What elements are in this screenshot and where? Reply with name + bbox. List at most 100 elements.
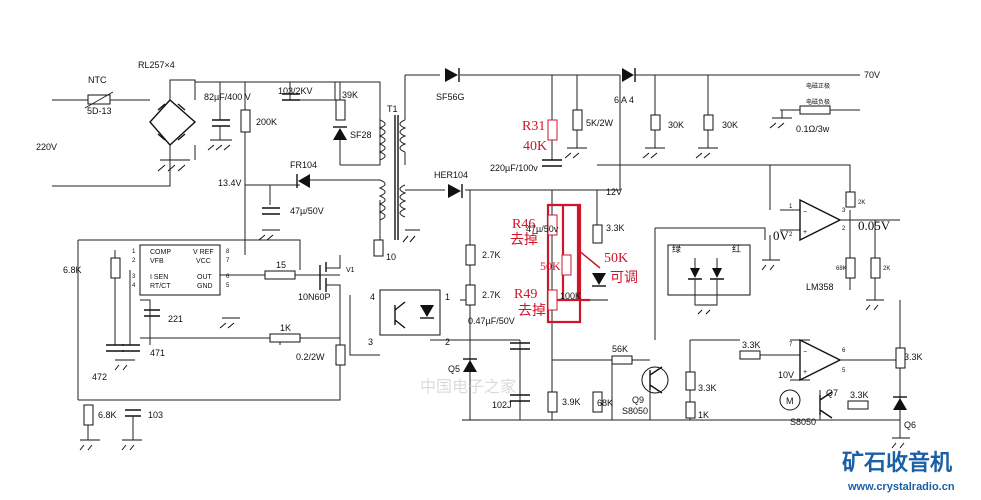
cap-047-label: 0.47µF/50V — [468, 316, 515, 326]
r31: R31 40K — [522, 119, 558, 154]
res-1k-b: 1K — [685, 401, 709, 420]
svg-text:Q6: Q6 — [904, 420, 916, 430]
svg-text:15: 15 — [276, 260, 286, 270]
svg-text:2.7K: 2.7K — [482, 290, 501, 300]
res-39k-label: 39K — [342, 90, 358, 100]
aux-voltage: 13.4V — [218, 178, 242, 188]
brand-name: 矿石收音机 — [842, 450, 952, 476]
svg-text:V REF: V REF — [193, 249, 214, 256]
output-voltage: 70V — [864, 70, 880, 80]
diode-sf56g: SF56G — [436, 68, 465, 102]
svg-text:8: 8 — [226, 249, 230, 255]
svg-text:VCC: VCC — [196, 258, 211, 265]
svg-text:1K: 1K — [280, 323, 291, 333]
cap-221: 221 — [144, 309, 183, 324]
motor: M — [779, 389, 801, 411]
transformer-label: T1 — [387, 104, 398, 114]
res-3-3k-d: 3.3K — [847, 390, 869, 410]
svg-text:3.3K: 3.3K — [850, 390, 869, 400]
svg-text:6: 6 — [842, 348, 846, 354]
res-6-8k-a: 6.8K — [63, 257, 121, 279]
svg-text:Q7: Q7 — [826, 388, 838, 398]
svg-text:3: 3 — [842, 208, 846, 214]
svg-text:5: 5 — [226, 283, 230, 289]
svg-text:471: 471 — [150, 348, 165, 358]
mosfet-v1: V1 10N60P — [298, 255, 355, 302]
ac-input-label: 220V — [36, 142, 57, 152]
cap-47u-a: 47µ/50V — [258, 206, 324, 241]
pot-note: 可调 — [610, 270, 638, 286]
diode-6a4-label: 6 A 4 — [614, 95, 634, 105]
svg-text:2: 2 — [789, 232, 793, 238]
svg-text:1K: 1K — [698, 410, 709, 420]
res-30k-a: 30K — [642, 114, 684, 159]
cap-220u: 220µF/100v — [490, 159, 562, 173]
res-2-7k-b: 2.7K — [465, 284, 501, 306]
diode-sf28-label: SF28 — [350, 130, 372, 140]
opamp-lm358-a: − + 1 2 3 2 0V 0.05V LM358 — [773, 198, 891, 292]
ntc-part: 5D-13 — [87, 106, 112, 116]
res-30k-b: 30K — [695, 114, 738, 159]
svg-text:56K: 56K — [612, 344, 628, 354]
svg-text:2: 2 — [445, 337, 450, 347]
res-68k-b: 68K — [836, 257, 856, 279]
res-30k-b-label: 30K — [722, 120, 738, 130]
pot-label-big: 50K — [604, 251, 628, 266]
svg-text:103: 103 — [148, 410, 163, 420]
r31-label: R31 — [522, 119, 545, 134]
res-56k: 56K — [611, 344, 633, 365]
res-3-3k-b: 3.3K — [685, 371, 717, 393]
diode-her104: HER104 — [434, 170, 468, 198]
diode-fr104-label: FR104 — [290, 160, 317, 170]
ground-bridge — [157, 159, 190, 172]
svg-text:V1: V1 — [346, 267, 355, 274]
res-0-2: 0.2/2W — [296, 344, 346, 366]
shunt-resistor: 0.1Ω/3w — [769, 105, 860, 134]
svg-text:3.3K: 3.3K — [742, 340, 761, 350]
r46-note: 去掉 — [510, 232, 538, 248]
diode-6a4: 6 A 4 — [614, 68, 636, 105]
svg-text:Q9: Q9 — [632, 395, 644, 405]
bridge-rectifier: RL257×4 — [138, 60, 197, 147]
res-6-8k-b: 6.8K — [83, 404, 117, 426]
r31-value: 40K — [523, 139, 547, 154]
transistor-q9: Q9 S8050 — [622, 366, 669, 416]
brand-watermark: 矿石收音机 www.crystalradio.cn — [842, 450, 955, 493]
res-200k-label: 200K — [256, 117, 277, 127]
svg-text:2: 2 — [842, 226, 846, 232]
led-indicator — [590, 273, 608, 301]
svg-text:COMP: COMP — [150, 249, 171, 256]
svg-text:10N60P: 10N60P — [298, 292, 331, 302]
res-30k-a-label: 30K — [668, 120, 684, 130]
led-red-label: 红 — [732, 243, 741, 254]
svg-text:GND: GND — [197, 283, 213, 290]
opamp-b-minus: − — [803, 349, 807, 356]
cap-103-label: 103/2KV — [278, 86, 313, 96]
svg-text:S8050: S8050 — [622, 406, 648, 416]
pwm-controller-ic: COMP V REF VFB VCC I SEN OUT RT/CT GND 1… — [132, 244, 230, 296]
res-100k-label: 100K — [560, 291, 581, 301]
svg-text:0.2/2W: 0.2/2W — [296, 352, 325, 362]
opamp-lm358-b: − + 7 6 5 10V — [778, 338, 846, 382]
opamp-b-plus: + — [803, 369, 807, 376]
cap-472: 472 — [92, 344, 135, 382]
svg-text:6.8K: 6.8K — [63, 265, 82, 275]
optocoupler: 4 1 3 2 — [368, 289, 450, 347]
bicolor-led: 绿 红 — [667, 243, 751, 315]
res-3-3k-e: 3.3K — [895, 347, 923, 369]
shunt-regulator-q5: Q5 — [448, 358, 477, 374]
cap-220u-label: 220µF/100v — [490, 163, 538, 173]
svg-text:Q5: Q5 — [448, 364, 460, 374]
pot-label: 50K — [540, 259, 561, 273]
output-positive: 电磁正极 — [806, 82, 830, 90]
svg-text:RT/CT: RT/CT — [150, 283, 171, 290]
res-5k: 5K/2W — [564, 109, 614, 159]
svg-text:2K: 2K — [858, 200, 865, 206]
res-1k-a: 1K — [269, 323, 301, 343]
shunt-label: 0.1Ω/3w — [796, 124, 830, 134]
diode-her104-label: HER104 — [434, 170, 468, 180]
svg-text:3: 3 — [368, 337, 373, 347]
svg-text:10V: 10V — [778, 370, 794, 380]
r49-label: R49 — [514, 287, 537, 302]
